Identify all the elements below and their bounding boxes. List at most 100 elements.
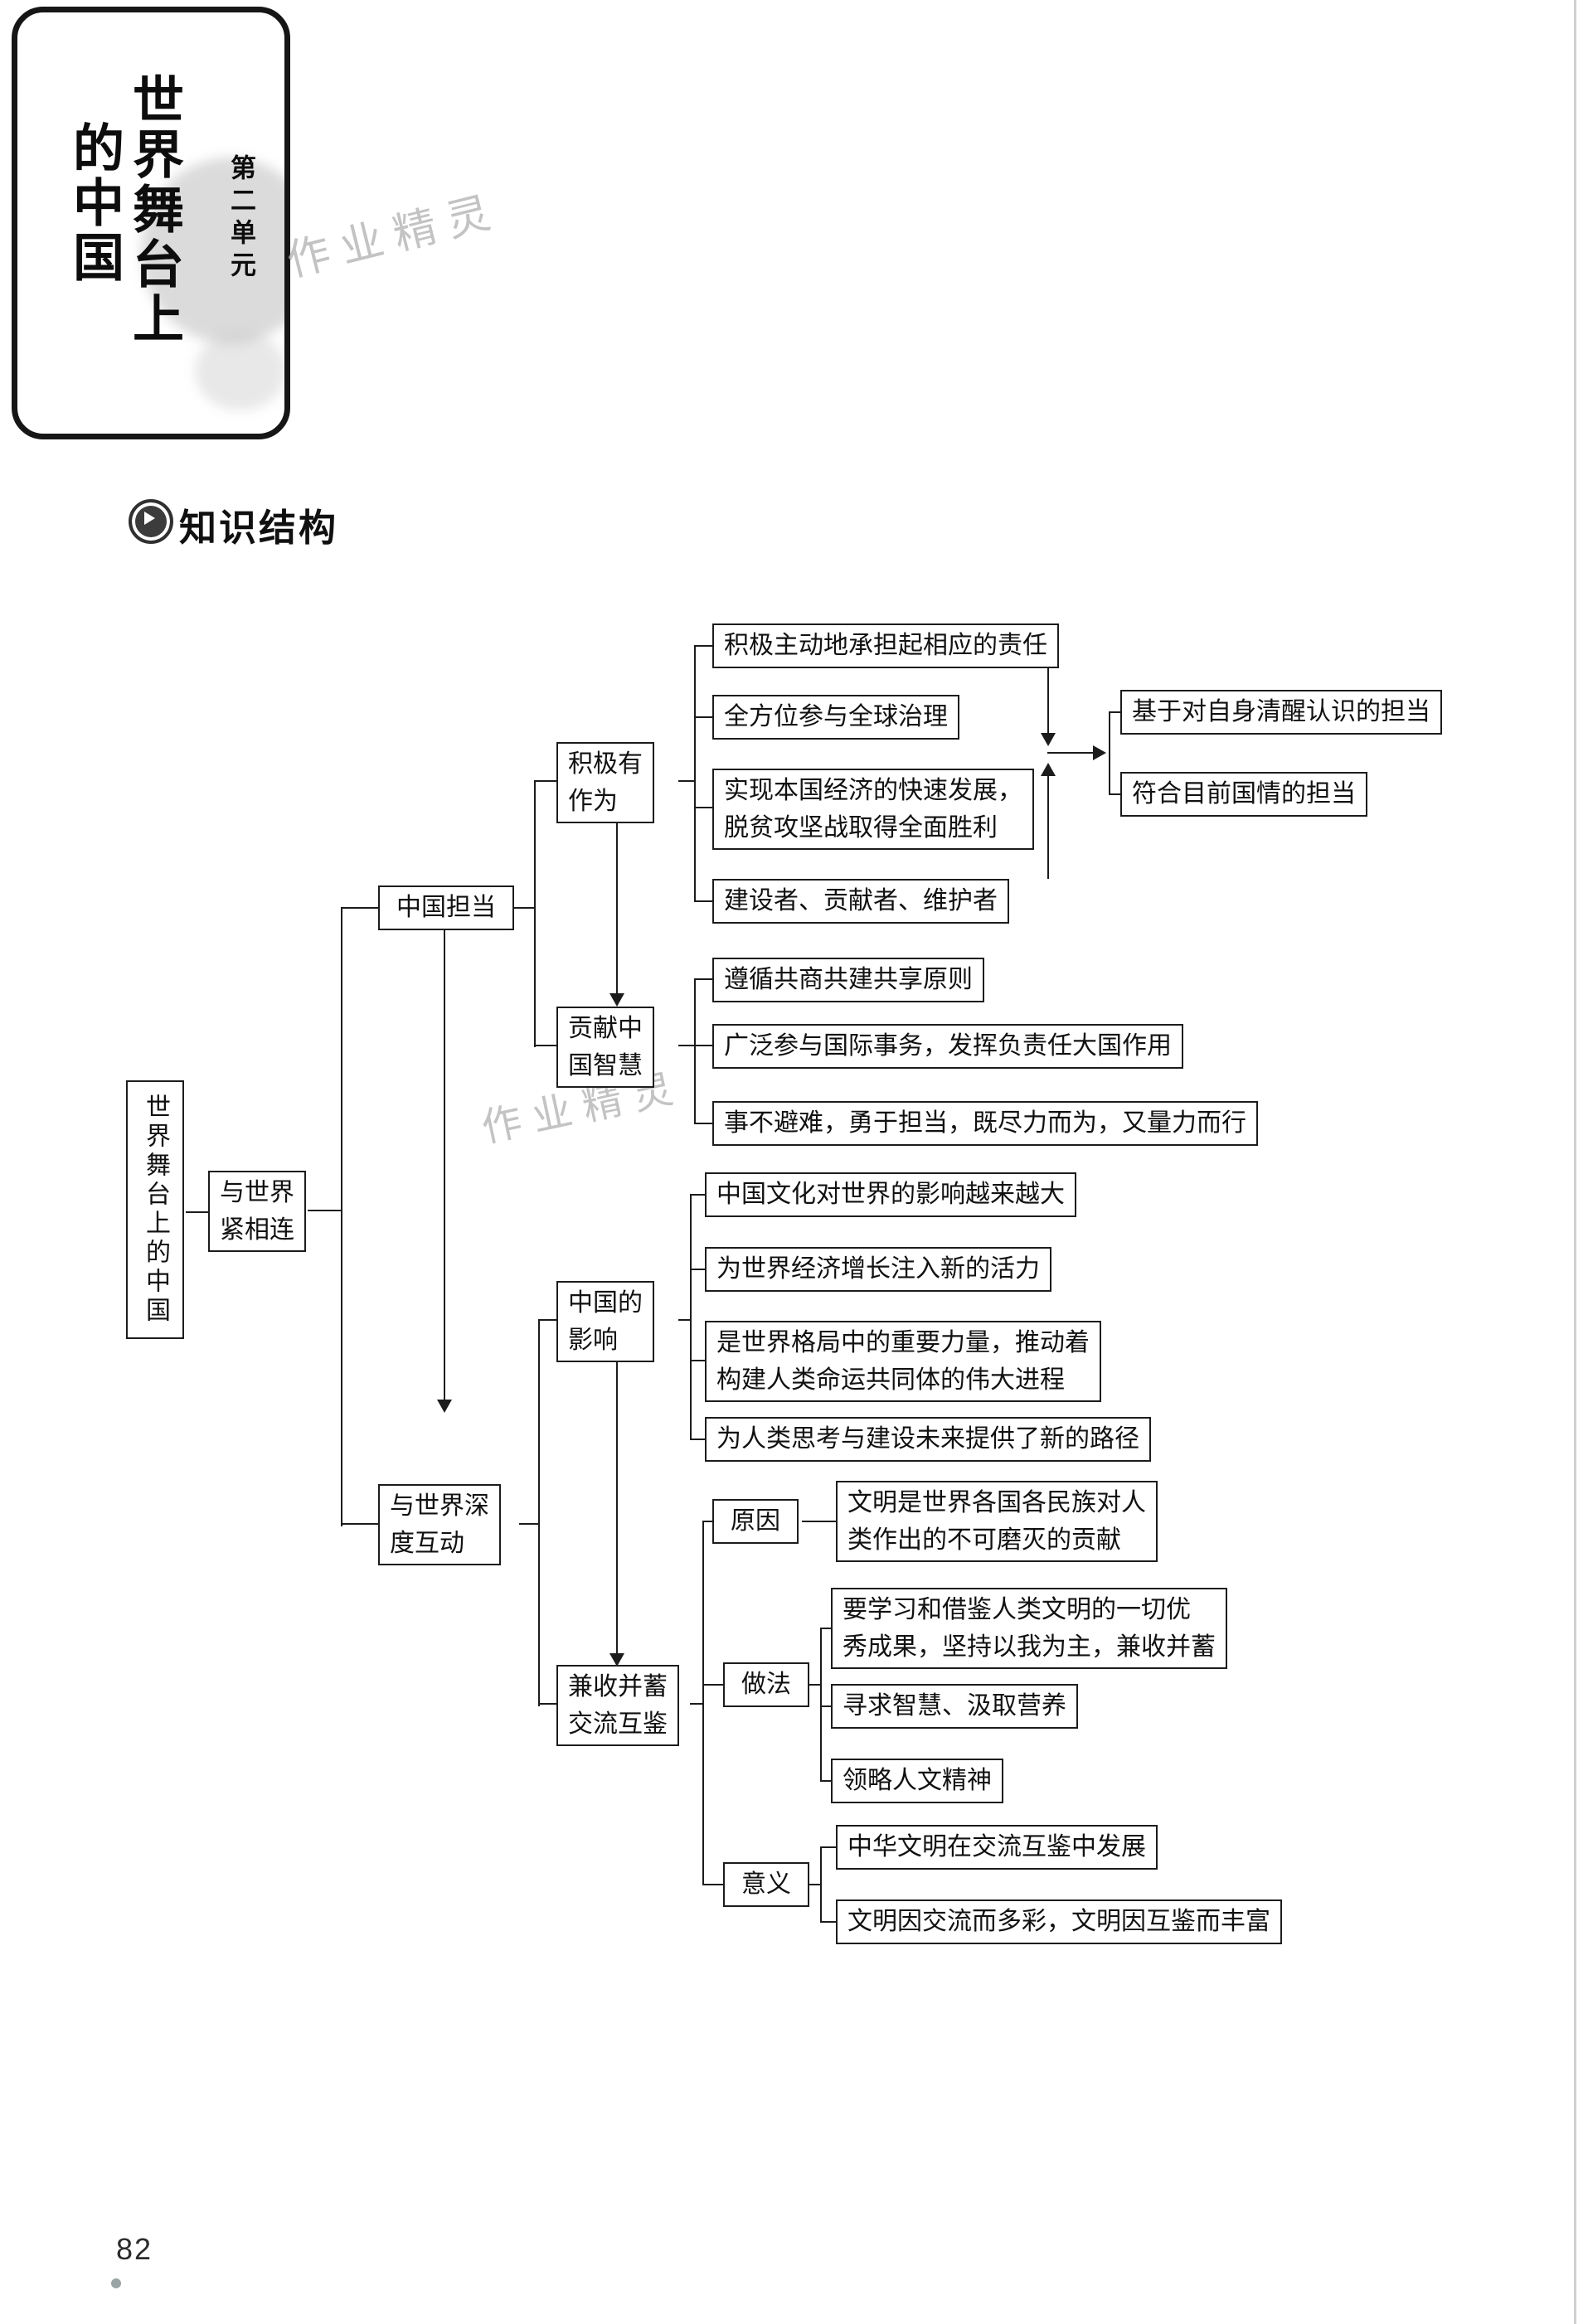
arrowhead-up-icon xyxy=(1041,763,1056,776)
connector-line xyxy=(694,1123,713,1124)
node-china-influence: 中国的影响 xyxy=(556,1281,654,1362)
connector-line xyxy=(690,1703,704,1705)
connector-line xyxy=(690,1194,706,1196)
page-number: 82 xyxy=(116,2232,153,2266)
arrowhead-down-icon xyxy=(609,1653,624,1667)
unit-number-label: 第二单元 xyxy=(226,154,255,284)
connector-line xyxy=(538,1319,540,1706)
connector-line xyxy=(702,1521,713,1522)
connector-line xyxy=(694,807,713,808)
node-learn-from-civilizations: 要学习和借鉴人类文明的一切优秀成果，坚持以我为主，兼收并蓄 xyxy=(831,1588,1227,1669)
connector-line xyxy=(702,1684,724,1686)
ink-blob-decoration xyxy=(195,332,284,410)
ink-blob-decoration xyxy=(141,158,284,344)
connector-line xyxy=(702,1521,704,1885)
node-inclusive-exchange: 兼收并蓄交流互鉴 xyxy=(556,1665,679,1746)
connector-line xyxy=(678,1319,692,1321)
connector-line xyxy=(1047,752,1093,754)
node-world-pattern-force: 是世界格局中的重要力量，推动着构建人类命运共同体的伟大进程 xyxy=(705,1321,1101,1402)
play-icon xyxy=(129,499,173,544)
connector-line xyxy=(519,1523,540,1525)
section-title: 知识结构 xyxy=(179,507,339,549)
watermark: 作业精灵 xyxy=(282,186,507,286)
arrowhead-down-icon xyxy=(1041,733,1056,746)
node-method-label: 做法 xyxy=(723,1662,809,1707)
node-seek-wisdom: 寻求智慧、汲取营养 xyxy=(831,1684,1078,1729)
node-appreciate-humanistic-spirit: 领略人文精神 xyxy=(831,1759,1003,1803)
connector-line xyxy=(1109,711,1121,713)
connector-line xyxy=(694,1045,713,1046)
unit-title-line2: 的中国 xyxy=(65,121,122,285)
connector-line xyxy=(616,823,618,993)
unit-badge: 世界舞台上 的中国 第二单元 xyxy=(12,7,290,439)
connector-line xyxy=(820,1921,837,1923)
connector-line xyxy=(538,1703,557,1705)
scan-edge-line xyxy=(1574,0,1576,2324)
node-economic-growth-vitality: 为世界经济增长注入新的活力 xyxy=(705,1247,1051,1292)
node-new-path-for-future: 为人类思考与建设未来提供了新的路径 xyxy=(705,1417,1151,1462)
connector-line xyxy=(512,907,536,909)
connector-line xyxy=(1109,793,1121,795)
connector-line xyxy=(694,716,713,718)
arrowhead-down-icon xyxy=(437,1400,452,1413)
node-active-achievement: 积极有作为 xyxy=(556,742,654,823)
node-connected-with-world: 与世界紧相连 xyxy=(208,1171,306,1252)
node-deep-interaction: 与世界深度互动 xyxy=(378,1484,501,1565)
node-civilization-contribution: 文明是世界各国各民族对人类作出的不可磨灭的贡献 xyxy=(836,1481,1158,1562)
node-national-conditions-responsibility: 符合目前国情的担当 xyxy=(1120,772,1367,817)
node-take-responsibility: 积极主动地承担起相应的责任 xyxy=(712,623,1059,668)
connector-line xyxy=(690,1439,706,1440)
connector-line xyxy=(820,1846,837,1848)
connector-line xyxy=(678,1045,695,1046)
connector-line xyxy=(694,978,696,1124)
node-builder-contributor-defender: 建设者、贡献者、维护者 xyxy=(712,879,1009,924)
connector-line xyxy=(690,1269,706,1270)
connector-line xyxy=(341,907,342,1526)
node-face-difficulties: 事不避难，勇于担当，既尽力而为，又量力而行 xyxy=(712,1101,1258,1146)
connector-line xyxy=(820,1628,822,1782)
node-china-on-world-stage: 世界舞台上的中国 xyxy=(126,1080,184,1339)
connector-line xyxy=(690,1360,706,1361)
connector-line xyxy=(809,1884,821,1885)
connector-line xyxy=(802,1521,837,1522)
connector-line xyxy=(678,780,695,782)
connector-line xyxy=(616,1362,618,1653)
connector-line xyxy=(809,1684,821,1686)
node-chinese-wisdom: 贡献中国智慧 xyxy=(556,1007,654,1088)
node-economic-development: 实现本国经济的快速发展，脱贫攻坚战取得全面胜利 xyxy=(712,769,1034,850)
arrowhead-down-icon xyxy=(609,993,624,1007)
connector-line xyxy=(694,645,696,902)
connector-line xyxy=(694,645,713,647)
unit-title: 世界舞台上 的中国 xyxy=(63,73,182,347)
connector-line xyxy=(444,930,445,1400)
connector-line xyxy=(341,1523,379,1525)
connector-line xyxy=(1047,668,1049,733)
arrowhead-right-icon xyxy=(1093,745,1106,760)
connector-line xyxy=(820,1846,822,1923)
connector-line xyxy=(1109,711,1110,795)
connector-line xyxy=(820,1705,832,1707)
node-china-responsibility: 中国担当 xyxy=(378,885,514,930)
node-chinese-civilization-develops: 中华文明在交流互鉴中发展 xyxy=(836,1825,1158,1870)
page-corner-dot xyxy=(111,2278,121,2288)
connector-line xyxy=(186,1211,208,1213)
node-global-governance: 全方位参与全球治理 xyxy=(712,695,959,740)
connector-line xyxy=(534,780,557,782)
connector-line xyxy=(694,978,713,980)
node-international-affairs: 广泛参与国际事务，发挥负责任大国作用 xyxy=(712,1024,1183,1069)
node-civilization-diversity: 文明因交流而多彩，文明因互鉴而丰富 xyxy=(836,1899,1282,1944)
connector-line xyxy=(538,1319,557,1321)
node-self-awareness-responsibility: 基于对自身清醒认识的担当 xyxy=(1120,690,1442,735)
connector-line xyxy=(341,907,379,909)
connector-line xyxy=(820,1780,832,1782)
connector-line xyxy=(534,780,536,1047)
connector-line xyxy=(702,1884,724,1885)
node-meaning-label: 意义 xyxy=(723,1862,809,1907)
unit-title-line1: 世界舞台上 xyxy=(124,73,182,347)
connector-line xyxy=(308,1210,342,1211)
node-reason-label: 原因 xyxy=(712,1499,799,1544)
connector-line xyxy=(1047,774,1049,879)
connector-line xyxy=(534,1045,557,1046)
node-cultural-influence: 中国文化对世界的影响越来越大 xyxy=(705,1172,1076,1217)
